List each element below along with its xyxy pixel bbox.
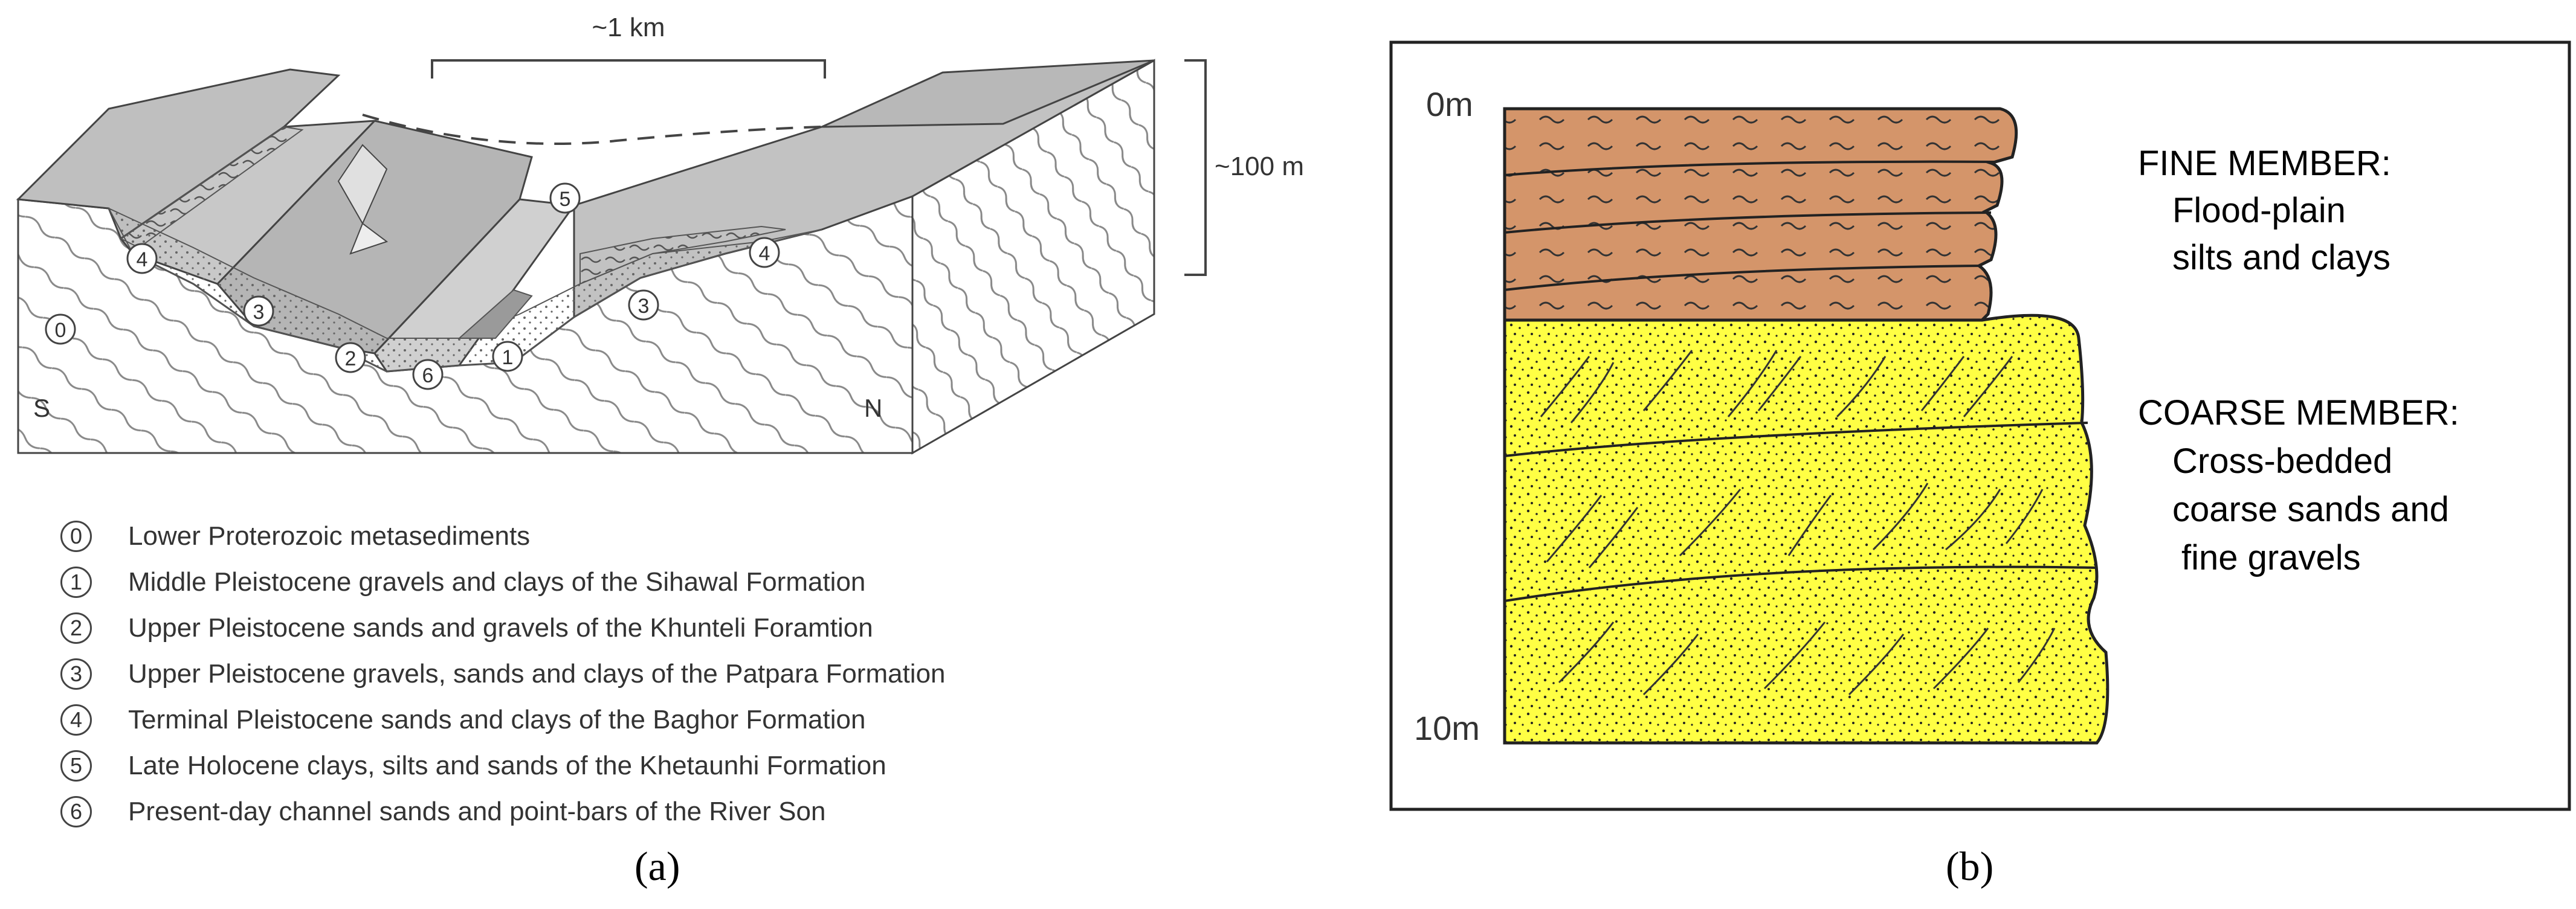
caption-a: (a) bbox=[634, 843, 680, 889]
legend-text: Present-day channel sands and point-bars… bbox=[128, 797, 826, 826]
cross-bedding-marks bbox=[1540, 350, 2056, 696]
svg-text:5: 5 bbox=[560, 188, 571, 211]
unit-marker-2: 2 bbox=[335, 342, 366, 373]
unit-marker-5: 5 bbox=[549, 182, 581, 214]
legend-item: 1 Middle Pleistocene gravels and clays of… bbox=[60, 559, 1329, 605]
legend-number-badge: 1 bbox=[60, 567, 92, 598]
legend-text: Late Holocene clays, silts and sands of … bbox=[128, 751, 886, 780]
svg-text:2: 2 bbox=[345, 347, 357, 370]
bedding-surface bbox=[1504, 422, 2088, 457]
channel-bar bbox=[457, 289, 533, 339]
block-diagram-svg: 0 4 3 2 6 1 5 3 4 ~1 km ~100 m S N bbox=[16, 13, 1304, 455]
scale-label-horizontal: ~1 km bbox=[592, 13, 665, 42]
panel-b-stratigraphic-column: 0m 10m FINE MEMBER: Flood-plain silts an… bbox=[1389, 0, 2576, 909]
legend-number-badge: 6 bbox=[60, 796, 92, 827]
fine-member-layer bbox=[1503, 107, 2018, 322]
direction-south: S bbox=[33, 394, 50, 422]
svg-text:0: 0 bbox=[55, 319, 66, 342]
sediment-khetaunhi bbox=[579, 225, 786, 285]
sediment-south-band bbox=[120, 126, 304, 249]
strat-column-svg: 0m 10m bbox=[1389, 40, 2571, 811]
terrace-dashed-line bbox=[362, 114, 822, 145]
svg-text:1: 1 bbox=[502, 346, 514, 369]
legend-number-badge: 5 bbox=[60, 750, 92, 782]
legend-item: 0 Lower Proterozoic metasediments bbox=[60, 513, 1329, 559]
legend-item: 2 Upper Pleistocene sands and gravels of … bbox=[60, 605, 1329, 651]
legend: 0 Lower Proterozoic metasediments 1 Middle… bbox=[60, 513, 1329, 835]
unit-marker-3-south: 3 bbox=[243, 295, 274, 327]
legend-item: 3 Upper Pleistocene gravels, sands and cl… bbox=[60, 651, 1329, 697]
legend-text: Lower Proterozoic metasediments bbox=[128, 521, 531, 551]
bedding-surface bbox=[1504, 565, 2097, 602]
legend-text: Upper Pleistocene gravels, sands and cla… bbox=[128, 659, 946, 689]
unit-marker-1: 1 bbox=[492, 341, 523, 372]
legend-text: Middle Pleistocene gravels and clays of … bbox=[128, 567, 866, 597]
scale-bar-vertical bbox=[1184, 59, 1207, 276]
legend-text: Terminal Pleistocene sands and clays of … bbox=[128, 705, 866, 734]
depth-label-top: 0m bbox=[1426, 85, 1473, 123]
unit-marker-6: 6 bbox=[412, 359, 444, 390]
fine-member-desc-2: silts and clays bbox=[2172, 238, 2391, 277]
unit-marker-3-north: 3 bbox=[628, 289, 659, 321]
svg-text:4: 4 bbox=[759, 242, 770, 265]
scale-label-vertical: ~100 m bbox=[1215, 152, 1304, 181]
fine-member-title: FINE MEMBER: bbox=[2138, 144, 2391, 183]
coarse-member-desc-3: fine gravels bbox=[2181, 538, 2361, 577]
svg-text:3: 3 bbox=[253, 301, 265, 324]
svg-text:4: 4 bbox=[137, 248, 148, 271]
legend-item: 4 Terminal Pleistocene sands and clays of… bbox=[60, 697, 1329, 743]
legend-number-badge: 0 bbox=[60, 521, 92, 552]
legend-number-badge: 3 bbox=[60, 658, 92, 690]
coarse-member-desc-1: Cross-bedded bbox=[2172, 442, 2393, 481]
fine-member-desc-1: Flood-plain bbox=[2172, 191, 2346, 230]
scale-bar-horizontal bbox=[431, 59, 826, 79]
legend-number-badge: 4 bbox=[60, 704, 92, 736]
svg-text:3: 3 bbox=[638, 295, 650, 318]
caption-b: (b) bbox=[1946, 843, 1994, 889]
unit-marker-4-south: 4 bbox=[126, 243, 158, 274]
unit-marker-0: 0 bbox=[45, 313, 76, 345]
coarse-member-title: COARSE MEMBER: bbox=[2138, 393, 2459, 432]
legend-text: Upper Pleistocene sands and gravels of t… bbox=[128, 613, 873, 643]
direction-north: N bbox=[864, 394, 882, 422]
coarse-member-desc-2: coarse sands and bbox=[2172, 490, 2449, 529]
legend-number-badge: 2 bbox=[60, 612, 92, 644]
north-plateau-top bbox=[821, 59, 1155, 128]
depth-label-bottom: 10m bbox=[1414, 709, 1480, 747]
legend-item: 6 Present-day channel sands and point-bar… bbox=[60, 789, 1329, 835]
unit-marker-4-north: 4 bbox=[749, 237, 780, 268]
legend-item: 5 Late Holocene clays, silts and sands of… bbox=[60, 743, 1329, 789]
svg-text:6: 6 bbox=[422, 364, 434, 387]
